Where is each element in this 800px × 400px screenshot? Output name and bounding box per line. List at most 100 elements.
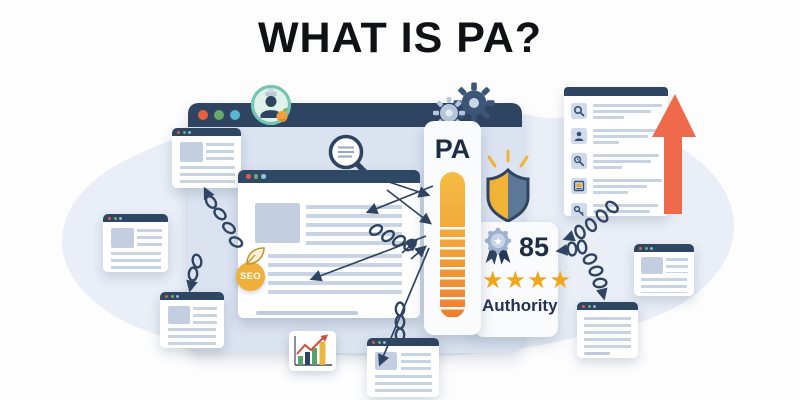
- pa-label: PA: [434, 134, 471, 164]
- text-lines-placeholder: [180, 166, 235, 183]
- window-body: [634, 252, 694, 296]
- window-body: [367, 346, 439, 397]
- window-dot: [639, 246, 642, 250]
- window-dot: [214, 110, 224, 120]
- window-dot: [587, 304, 591, 308]
- user-search-icon: [571, 128, 587, 144]
- serp-result-row: [571, 103, 662, 122]
- text-line-placeholder: [584, 352, 610, 355]
- window-dot: [177, 130, 180, 134]
- pa-meter-segments: [440, 227, 465, 318]
- serp-result-row: [571, 128, 662, 147]
- window-body: [160, 300, 224, 348]
- window-dot: [230, 110, 240, 120]
- page-title: WHAT IS PA?: [257, 14, 543, 62]
- zoom-search-icon: [571, 153, 587, 169]
- text-lines-placeholder: [375, 375, 432, 392]
- browser-window-bottom-center: [367, 338, 439, 397]
- text-lines-placeholder: [193, 307, 217, 324]
- window-dot: [108, 216, 111, 220]
- star-icon: ★: [549, 267, 573, 294]
- content-page-window: [238, 170, 420, 318]
- serp-result-row: [571, 178, 662, 197]
- text-lines-placeholder: [593, 128, 662, 147]
- text-lines-placeholder: [593, 103, 662, 122]
- image-placeholder: [111, 228, 134, 248]
- search-icon: [571, 103, 587, 119]
- key-icon: [571, 203, 587, 216]
- authority-score: 85: [519, 231, 550, 262]
- chart-card: [289, 331, 336, 371]
- image-placeholder: [180, 142, 203, 162]
- window-dot: [246, 174, 251, 179]
- window-dot: [377, 340, 381, 344]
- window-dot: [165, 294, 168, 298]
- window-dot: [253, 174, 258, 179]
- window-dot: [383, 340, 386, 344]
- crawler-bot-icon: [250, 84, 292, 126]
- window-dot: [170, 294, 174, 298]
- window-titlebar: [238, 170, 420, 183]
- pa-card: PA: [424, 121, 481, 335]
- serp-result-row: [571, 153, 662, 172]
- browser-window-bottom-left: [160, 292, 224, 348]
- seo-badge: SEO: [236, 262, 265, 291]
- window-dot: [176, 294, 179, 298]
- star-icon: ★: [504, 267, 528, 294]
- text-lines-placeholder: [584, 317, 631, 351]
- svg-text:★: ★: [493, 235, 503, 248]
- star-icon: ★: [482, 267, 505, 294]
- authority-card: ★ 85 ★★★★ Authority: [474, 222, 571, 337]
- window-dot: [261, 174, 266, 179]
- authority-label: Authority: [482, 296, 558, 315]
- text-lines-placeholder: [666, 258, 688, 273]
- text-line-placeholder: [256, 311, 358, 315]
- image-placeholder: [375, 352, 397, 370]
- window-dot: [593, 304, 596, 308]
- window-dot: [119, 216, 122, 220]
- text-lines-placeholder: [306, 205, 402, 245]
- window-titlebar: [103, 214, 168, 222]
- image-result-icon: [571, 178, 587, 194]
- mini-bar-chart-icon: [294, 334, 332, 366]
- image-placeholder: [168, 306, 190, 324]
- window-dot: [650, 246, 653, 250]
- growth-arrow-icon: [652, 94, 696, 214]
- text-lines-placeholder: [168, 328, 216, 345]
- serp-results: [564, 96, 668, 216]
- window-titlebar: [367, 338, 439, 346]
- star-rating: ★★★★: [482, 267, 571, 294]
- star-icon: ★: [527, 267, 550, 294]
- window-body: [103, 222, 168, 272]
- window-dot: [188, 130, 191, 134]
- browser-window-mid-right: [634, 244, 694, 296]
- text-lines-placeholder: [593, 153, 662, 172]
- image-placeholder: [641, 257, 663, 274]
- browser-window-mid-left: [103, 214, 168, 272]
- window-dot: [372, 340, 375, 344]
- browser-window-bottom-right: [577, 302, 638, 358]
- serp-result-row: [571, 203, 662, 216]
- text-lines-placeholder: [593, 203, 662, 216]
- text-lines-placeholder: [593, 178, 662, 197]
- window-dot: [198, 110, 208, 120]
- text-lines-placeholder: [206, 143, 234, 161]
- serp-panel: [564, 87, 668, 216]
- window-titlebar: [172, 128, 241, 136]
- text-lines-placeholder: [137, 229, 162, 247]
- window-titlebar: [160, 292, 224, 300]
- text-lines-placeholder: [401, 353, 431, 370]
- window-body: [172, 136, 241, 188]
- window-body: [577, 310, 638, 358]
- medal-icon: ★: [484, 227, 512, 265]
- window-dot: [113, 216, 117, 220]
- text-lines-placeholder: [641, 278, 687, 293]
- window-dot: [182, 130, 186, 134]
- score-row: ★ 85: [482, 227, 552, 267]
- window-titlebar: [634, 244, 694, 252]
- seo-leaf-icon: [246, 247, 265, 265]
- text-lines-placeholder: [111, 252, 161, 269]
- window-dot: [582, 304, 585, 308]
- window-titlebar: [577, 302, 638, 310]
